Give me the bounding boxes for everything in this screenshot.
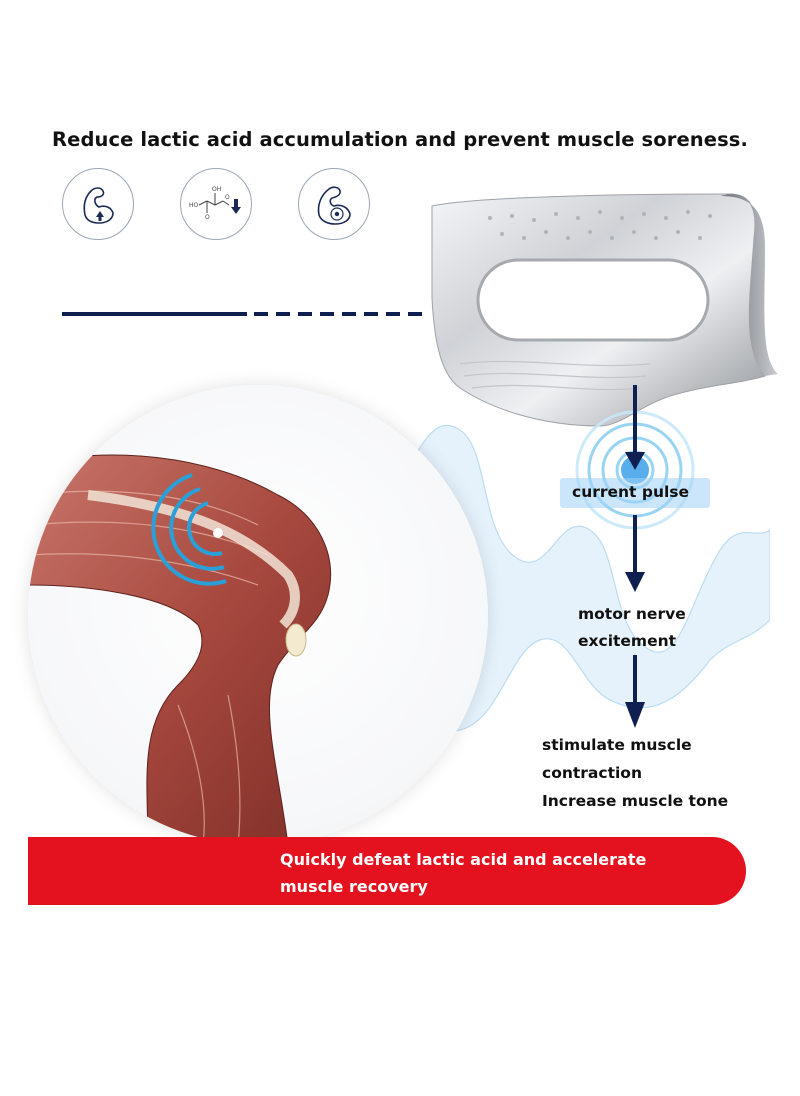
pulse-highlight <box>560 478 710 508</box>
benefit-banner <box>28 837 746 905</box>
muscle-target-icon <box>298 168 370 240</box>
step-current-pulse: current pulse <box>572 483 690 501</box>
flexed-arm-icon <box>62 168 134 240</box>
lactic-acid-molecule-icon: HO OH O O <box>180 168 252 240</box>
banner-line-1: Quickly defeat lactic acid and accelerat… <box>280 850 647 869</box>
svg-text:OH: OH <box>212 186 221 193</box>
connector-line <box>62 312 422 316</box>
step-excitement: excitement <box>578 632 677 650</box>
banner-text: Quickly defeat lactic acid and accelerat… <box>280 846 730 900</box>
svg-text:O: O <box>205 214 210 221</box>
scraper-device-image <box>431 193 778 427</box>
step-motor-nerve: motor nerve <box>578 605 686 623</box>
step-stimulate-muscle: stimulate muscle <box>542 736 692 754</box>
svg-text:O: O <box>225 194 230 201</box>
step-increase-muscle-tone: Increase muscle tone <box>542 792 729 810</box>
page-title: Reduce lactic acid accumulation and prev… <box>52 128 748 151</box>
banner-line-2: muscle recovery <box>280 877 428 896</box>
step-contraction: contraction <box>542 764 642 782</box>
knee-anatomy-image <box>28 385 488 845</box>
svg-text:HO: HO <box>189 202 199 209</box>
